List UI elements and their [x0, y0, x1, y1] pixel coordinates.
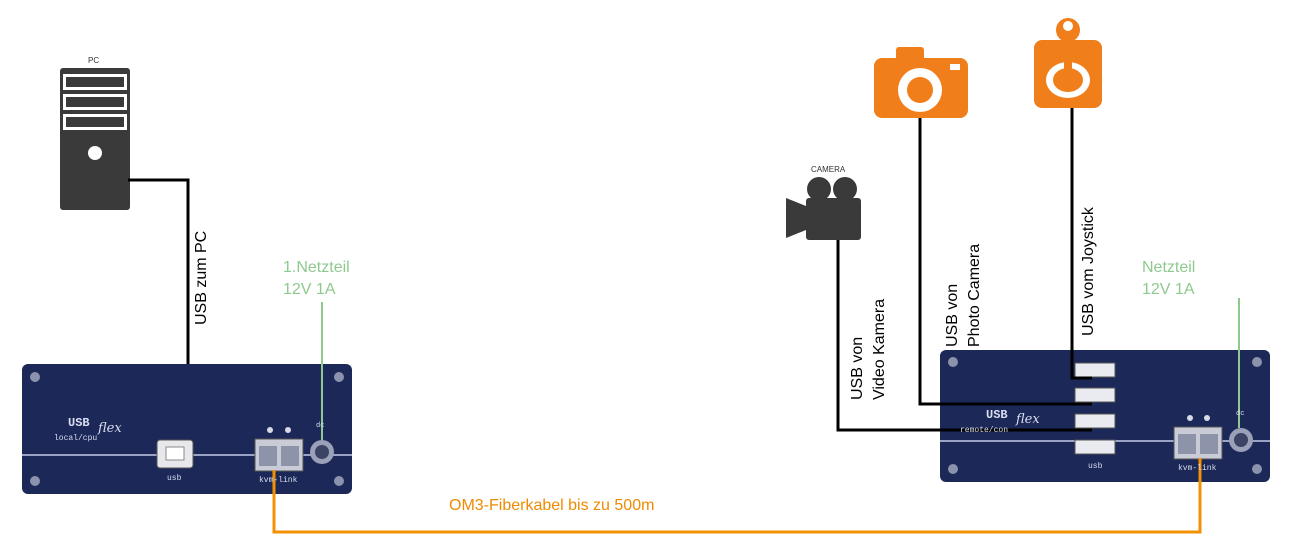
- left-extender-device: [22, 364, 352, 494]
- left-brand: USB: [68, 416, 90, 430]
- usb-to-pc-label: USB zum PC: [193, 230, 210, 325]
- joystick-icon: [1034, 18, 1102, 108]
- photo-camera-icon: [874, 47, 968, 118]
- psu-right-line2: 12V 1A: [1142, 281, 1195, 298]
- psu-left-line2: 12V 1A: [283, 281, 336, 298]
- left-brand-script: flex: [98, 421, 122, 436]
- usb-video-line2: Video Kamera: [871, 298, 888, 400]
- camera-label: CAMERA: [811, 165, 846, 174]
- right-port-usb: usb: [1088, 462, 1103, 471]
- usb-cable-photo: [918, 118, 1092, 406]
- usb-video-line1: USB von: [849, 336, 866, 400]
- right-brand-script: flex: [1016, 412, 1040, 427]
- psu-left-line1: 1.Netzteil: [283, 259, 350, 276]
- psu-right-line1: Netzteil: [1142, 259, 1196, 276]
- right-port-link: kvm-link: [1178, 464, 1217, 473]
- pc-label: PC: [88, 56, 100, 65]
- fiber-label: OM3-Fiberkabel bis zu 500m: [449, 497, 655, 514]
- pc-tower-icon: [60, 68, 130, 210]
- left-port-dc: dc: [316, 422, 325, 430]
- usb-photo-line2: Photo Camera: [966, 243, 983, 347]
- video-camera-icon: [786, 177, 861, 240]
- right-extender-device: [940, 350, 1270, 482]
- usb-joystick-label: USB vom Joystick: [1080, 207, 1097, 336]
- usb-cable-video: [836, 240, 1092, 432]
- right-brand: USB: [986, 408, 1008, 422]
- left-port-usb: usb: [167, 474, 182, 483]
- right-port-dc: dc: [1236, 410, 1245, 418]
- fiber-cable: [272, 458, 1202, 534]
- usb-photo-line1: USB von: [944, 283, 961, 347]
- right-model: remote/con: [960, 426, 1009, 435]
- left-port-link: kvm-link: [259, 476, 298, 485]
- left-model: local/cpu: [54, 434, 98, 443]
- usb-cable-joystick: [1070, 108, 1092, 380]
